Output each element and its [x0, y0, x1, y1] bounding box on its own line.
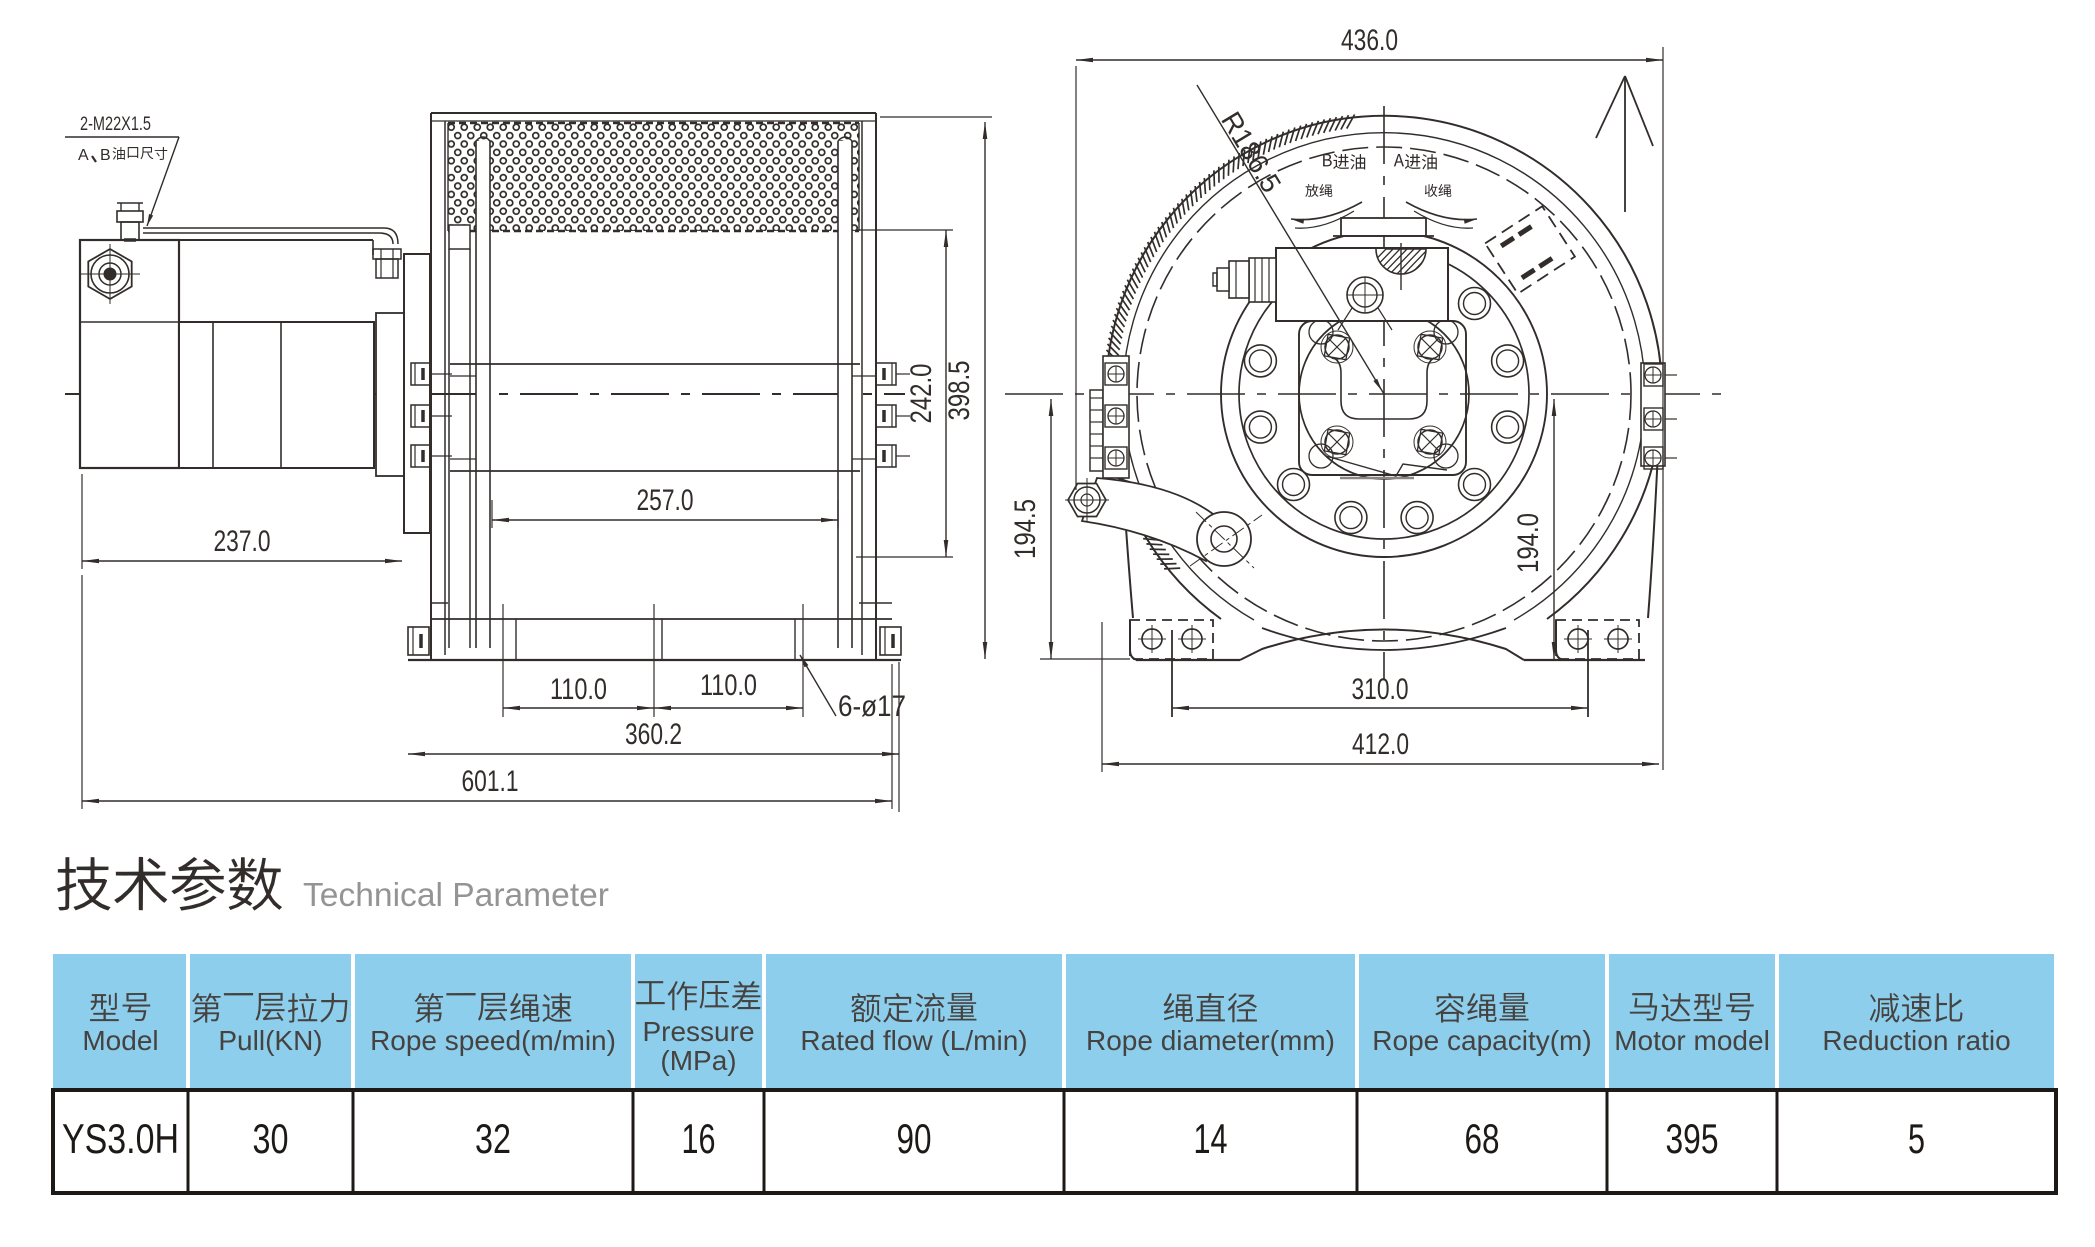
svg-text:395: 395 — [1666, 1115, 1719, 1162]
svg-text:Model: Model — [82, 1025, 158, 1056]
svg-text:68: 68 — [1465, 1115, 1500, 1162]
svg-text:Technical Parameter: Technical Parameter — [303, 876, 609, 913]
svg-text:436.0: 436.0 — [1341, 24, 1398, 57]
svg-text:Rope diameter(mm): Rope diameter(mm) — [1086, 1025, 1335, 1056]
svg-text:90: 90 — [897, 1115, 932, 1162]
svg-text:Motor model: Motor model — [1614, 1025, 1770, 1056]
svg-text:A: A — [78, 147, 89, 164]
svg-text:242.0: 242.0 — [905, 364, 938, 424]
svg-text:Pressure: Pressure — [642, 1016, 754, 1047]
svg-text:Rated flow (L/min): Rated flow (L/min) — [800, 1025, 1027, 1056]
svg-text:B: B — [100, 147, 111, 164]
svg-text:194.5: 194.5 — [1009, 499, 1042, 559]
svg-text:Pull(KN): Pull(KN) — [218, 1025, 322, 1056]
svg-text:257.0: 257.0 — [637, 484, 694, 517]
svg-text:412.0: 412.0 — [1352, 728, 1409, 761]
svg-text:Rope capacity(m): Rope capacity(m) — [1372, 1025, 1591, 1056]
svg-text:6-ø17: 6-ø17 — [838, 690, 906, 723]
svg-text:14: 14 — [1194, 1115, 1228, 1162]
svg-text:310.0: 310.0 — [1352, 673, 1409, 706]
svg-text:601.1: 601.1 — [462, 765, 519, 798]
svg-text:110.0: 110.0 — [550, 673, 607, 706]
svg-text:194.0: 194.0 — [1512, 513, 1545, 573]
svg-text:110.0: 110.0 — [700, 669, 757, 702]
svg-text:Rope speed(m/min): Rope speed(m/min) — [370, 1025, 616, 1056]
svg-text:360.2: 360.2 — [625, 718, 682, 751]
svg-text:16: 16 — [682, 1115, 716, 1162]
svg-text:30: 30 — [253, 1115, 289, 1162]
svg-text:Reduction ratio: Reduction ratio — [1822, 1025, 2010, 1056]
svg-text:(MPa): (MPa) — [660, 1045, 736, 1076]
svg-text:2-M22X1.5: 2-M22X1.5 — [80, 114, 151, 135]
svg-text:398.5: 398.5 — [943, 361, 976, 421]
svg-text:237.0: 237.0 — [214, 525, 271, 558]
svg-text:5: 5 — [1908, 1115, 1925, 1162]
svg-text:YS3.0H: YS3.0H — [62, 1115, 179, 1162]
svg-text:32: 32 — [475, 1115, 511, 1162]
